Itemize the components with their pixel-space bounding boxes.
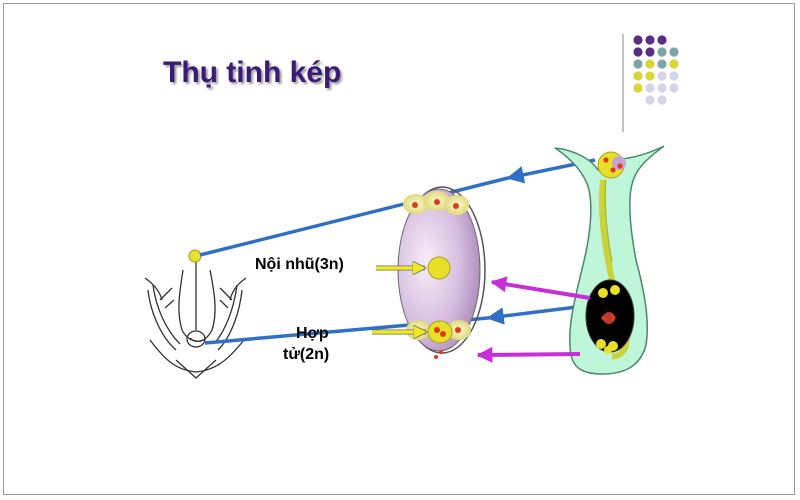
decor-dot (645, 59, 655, 69)
decor-dot (633, 47, 643, 57)
label-endosperm: Nội nhũ(3n) (255, 256, 344, 273)
pollen-grain (188, 249, 202, 263)
decor-dot (669, 59, 679, 69)
slide-title: Thụ tinh kép (163, 56, 342, 89)
decor-dot (645, 83, 655, 93)
decor-dot (657, 47, 667, 57)
arrow-to-endosperm (490, 276, 591, 300)
decor-dot (669, 47, 679, 57)
decor-dot (657, 35, 667, 45)
decorative-dot-grid (633, 35, 679, 105)
connector-ovule-to-embryo-sac (486, 304, 586, 325)
label-zygote-line2: tử(2n) (283, 346, 330, 363)
slide-frame (3, 3, 795, 495)
decor-dot (657, 59, 667, 69)
decor-dot (669, 83, 679, 93)
decor-dot (645, 71, 655, 81)
decor-dot (645, 47, 655, 57)
decor-dot (657, 95, 667, 105)
decor-dot (633, 35, 643, 45)
decor-dot (657, 71, 667, 81)
antipodal-cells (403, 191, 469, 215)
endosperm-nucleus (427, 256, 451, 280)
ovule-enlarged (397, 186, 486, 359)
decor-dot (657, 83, 667, 93)
decor-dot (645, 35, 655, 45)
flower-sketch (144, 262, 247, 379)
decor-dot (633, 83, 643, 93)
label-zygote-line1: Hợp (296, 325, 329, 342)
arrow-to-zygote (476, 346, 581, 363)
decor-dot (633, 71, 643, 81)
decor-dot (633, 59, 643, 69)
pistil (554, 145, 665, 375)
decor-dot (645, 95, 655, 105)
decor-dot (669, 71, 679, 81)
